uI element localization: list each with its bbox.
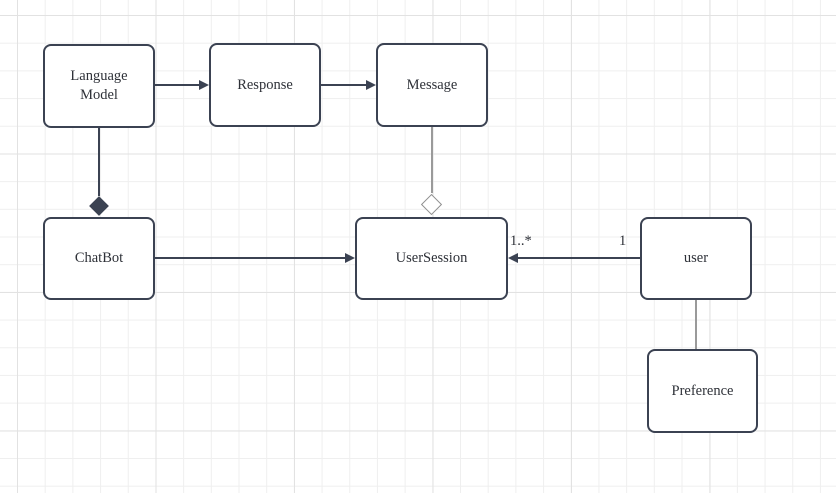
node-label: Preference <box>671 382 734 399</box>
aggregation-diamond-icon <box>420 193 443 216</box>
node-language-model[interactable]: Language Model <box>43 44 155 128</box>
arrowhead-icon <box>366 80 376 90</box>
arrowhead-icon <box>508 253 518 263</box>
node-user[interactable]: user <box>640 217 752 300</box>
multiplicity-label-user-session: 1..* <box>510 233 532 249</box>
node-label: user <box>683 250 709 267</box>
node-label: UserSession <box>395 250 468 267</box>
node-label: Response <box>237 76 293 93</box>
node-label: ChatBot <box>74 250 124 267</box>
node-label: Language Model <box>70 68 128 103</box>
arrowhead-icon <box>345 253 355 263</box>
node-response[interactable]: Response <box>209 43 321 127</box>
node-message[interactable]: Message <box>376 43 488 127</box>
node-user-session[interactable]: UserSession <box>355 217 508 300</box>
edge-language-model-response[interactable] <box>155 84 199 86</box>
edge-chatbot-user-session[interactable] <box>155 257 345 259</box>
composition-diamond-icon <box>89 196 109 216</box>
multiplicity-label-user: 1 <box>619 233 627 249</box>
node-preference[interactable]: Preference <box>647 349 758 433</box>
edge-language-model-chatbot[interactable] <box>98 128 100 196</box>
edge-response-message[interactable] <box>321 84 366 86</box>
edge-user-preference[interactable] <box>695 300 697 349</box>
arrowhead-icon <box>199 80 209 90</box>
node-label: Message <box>406 76 458 93</box>
edge-user-user-session[interactable] <box>518 257 640 259</box>
edge-message-user-session[interactable] <box>431 127 433 193</box>
node-chatbot[interactable]: ChatBot <box>43 217 155 300</box>
